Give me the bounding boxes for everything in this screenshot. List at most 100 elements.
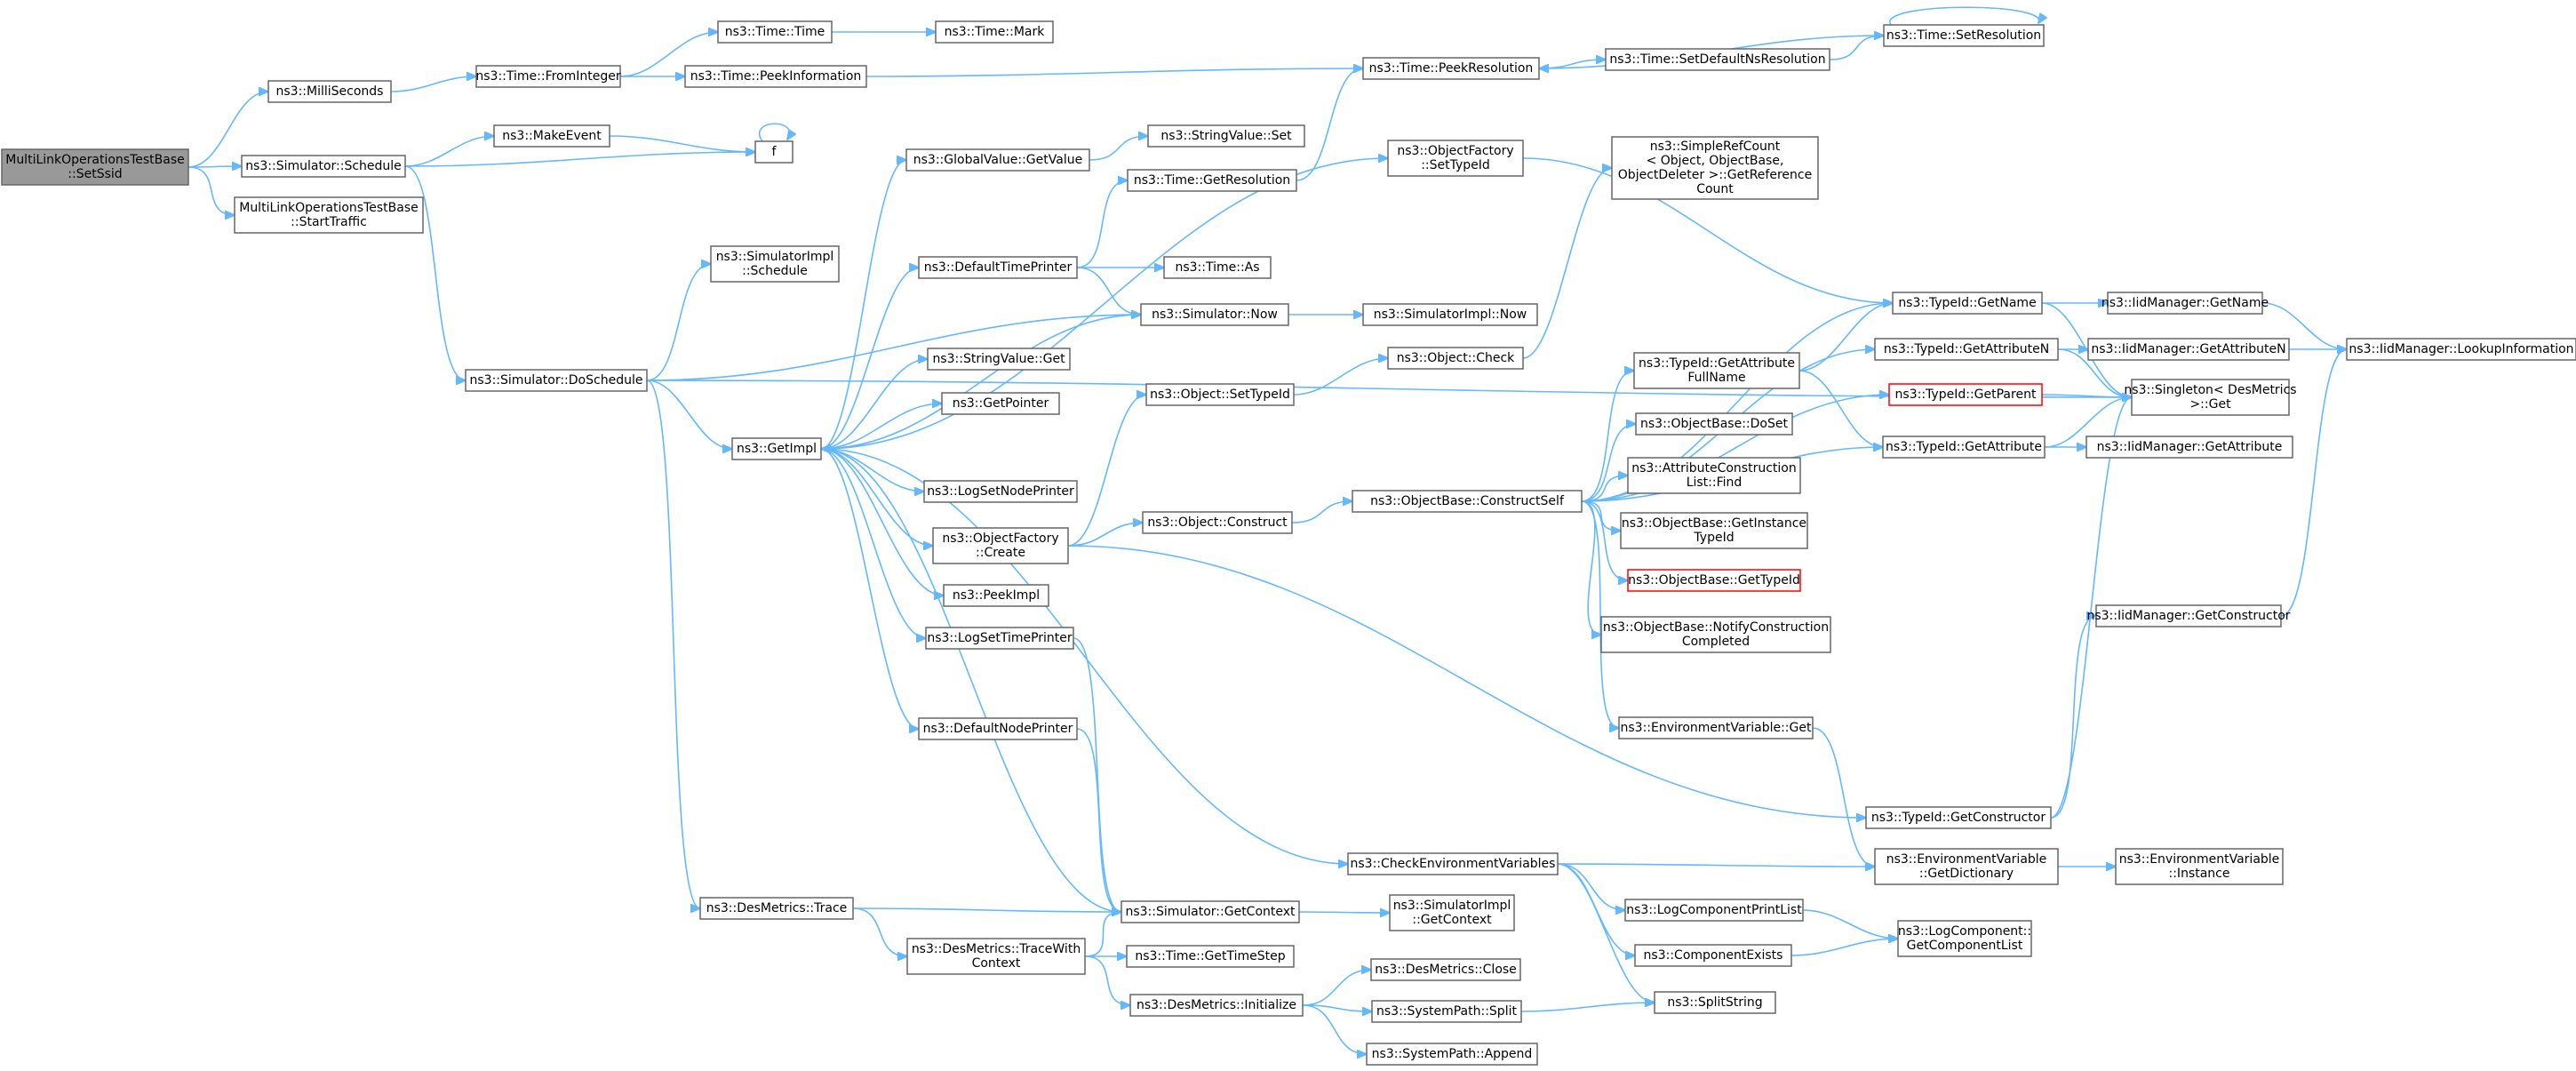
node-starttraffic[interactable]: MultiLinkOperationsTestBase::StartTraffi… <box>234 196 424 234</box>
node-milliseconds[interactable]: ns3::MilliSeconds <box>267 80 392 103</box>
node-gettimestep[interactable]: ns3::Time::GetTimeStep <box>1126 945 1295 968</box>
node-objectsettypeid[interactable]: ns3::Object::SetTypeId <box>1145 383 1295 406</box>
node-logsettimeprinter[interactable]: ns3::LogSetTimePrinter <box>925 627 1074 650</box>
node-setresolution[interactable]: ns3::Time::SetResolution <box>1883 24 2045 47</box>
node-singletonget[interactable]: ns3::Singleton< DesMetrics>::Get <box>2124 379 2297 416</box>
node-timeas[interactable]: ns3::Time::As <box>1163 256 1272 279</box>
edge-getimpl-to-checkenvvars <box>820 448 1348 864</box>
node-iidgetconstructor[interactable]: ns3::IidManager::GetConstructor <box>2086 604 2291 627</box>
node-doschedule[interactable]: ns3::Simulator::DoSchedule <box>465 369 648 392</box>
node-objfactsettypeid[interactable]: ns3::ObjectFactory::SetTypeId <box>1387 140 1524 177</box>
node-getpointer[interactable]: ns3::GetPointer <box>941 392 1060 415</box>
node-systempathappend[interactable]: ns3::SystemPath::Append <box>1366 1043 1538 1066</box>
node-logcompprintlist[interactable]: ns3::LogComponentPrintList <box>1624 899 1804 922</box>
node-label: ns3::TypeId::GetName <box>1898 296 2036 310</box>
node-splitstring[interactable]: ns3::SplitString <box>1654 991 1776 1014</box>
node-box <box>932 527 1069 564</box>
node-setdefaultns[interactable]: ns3::Time::SetDefaultNsResolution <box>1605 48 1830 71</box>
node-getparent[interactable]: ns3::TypeId::GetParent <box>1888 383 2043 406</box>
node-box <box>2131 379 2290 416</box>
node-label: FullName <box>1687 371 1745 385</box>
node-desmetricsinit[interactable]: ns3::DesMetrics::Initialize <box>1129 994 1304 1017</box>
node-label: ns3::ObjectBase::NotifyConstruction <box>1603 620 1829 635</box>
node-defaultnodeprinter[interactable]: ns3::DefaultNodePrinter <box>918 717 1078 740</box>
node-label: ns3::StringValue::Set <box>1160 129 1292 143</box>
edge-desmetricsinit-to-systempathappend <box>1302 1004 1367 1054</box>
node-stringvalueget[interactable]: ns3::StringValue::Get <box>927 348 1071 371</box>
node-box <box>1371 1000 1522 1023</box>
node-constructself[interactable]: ns3::ObjectBase::ConstructSelf <box>1352 490 1583 513</box>
node-simgetcontext[interactable]: ns3::Simulator::GetContext <box>1121 900 1300 923</box>
node-objectbasegettypeid[interactable]: ns3::ObjectBase::GetTypeId <box>1627 569 1801 592</box>
node-peekinformation[interactable]: ns3::Time::PeekInformation <box>684 65 867 88</box>
node-label: List::Find <box>1687 476 1743 490</box>
node-checkenvvars[interactable]: ns3::CheckEnvironmentVariables <box>1347 852 1559 875</box>
edge-getimpl-to-logsettimeprinter <box>820 448 926 638</box>
node-label: ns3::EnvironmentVariable <box>1886 852 2047 867</box>
node-iidgetname[interactable]: ns3::IidManager::GetName <box>2101 292 2269 315</box>
node-iidgetattributen[interactable]: ns3::IidManager::GetAttributeN <box>2087 338 2290 361</box>
node-stringvalueset[interactable]: ns3::StringValue::Set <box>1147 124 1305 148</box>
edge-objectconstruct-to-constructself <box>1291 501 1352 524</box>
edge-tracewithcontext-to-desmetricsinit <box>1084 955 1130 1005</box>
node-systempathsplit[interactable]: ns3::SystemPath::Split <box>1371 1000 1522 1023</box>
node-label: ns3::ComponentExists <box>1644 948 1783 963</box>
node-label: ::Instance <box>2169 867 2230 881</box>
node-peekimpl[interactable]: ns3::PeekImpl <box>943 584 1049 607</box>
node-notifyconstruction[interactable]: ns3::ObjectBase::NotifyConstructionCompl… <box>1600 616 1831 653</box>
node-typeidgetname[interactable]: ns3::TypeId::GetName <box>1892 292 2043 315</box>
node-box <box>1892 292 2043 315</box>
node-box <box>2115 848 2284 885</box>
node-makeevent[interactable]: ns3::MakeEvent <box>493 124 610 148</box>
node-peekresolution[interactable]: ns3::Time::PeekResolution <box>1362 57 1540 80</box>
node-desmetricstrace[interactable]: ns3::DesMetrics::Trace <box>699 897 854 920</box>
node-simimplnow[interactable]: ns3::SimulatorImpl::Now <box>1362 303 1538 326</box>
node-label: f <box>772 145 778 159</box>
node-schedule[interactable]: ns3::Simulator::Schedule <box>241 155 406 178</box>
node-objectcheck[interactable]: ns3::Object::Check <box>1387 347 1524 370</box>
node-label: ns3::IidManager::GetName <box>2101 296 2269 310</box>
node-globalvalueget[interactable]: ns3::GlobalValue::GetValue <box>905 148 1090 172</box>
node-logcompgetlist[interactable]: ns3::LogComponent::GetComponentList <box>1897 920 2032 957</box>
node-getattributen[interactable]: ns3::TypeId::GetAttributeN <box>1874 338 2059 361</box>
node-typeidgetconstructor[interactable]: ns3::TypeId::GetConstructor <box>1865 806 2052 829</box>
node-label: ns3::SplitString <box>1667 995 1762 1010</box>
node-envvarinstance[interactable]: ns3::EnvironmentVariable::Instance <box>2115 848 2284 885</box>
node-typeidgetattribute[interactable]: ns3::TypeId::GetAttribute <box>1882 436 2046 459</box>
node-box <box>2107 292 2263 315</box>
node-box <box>1129 994 1304 1017</box>
node-timetime[interactable]: ns3::Time::Time <box>717 20 833 44</box>
node-box <box>1654 991 1776 1014</box>
node-envvargetdict[interactable]: ns3::EnvironmentVariable::GetDictionary <box>1874 848 2059 885</box>
node-label: ns3::DesMetrics::Trace <box>706 901 848 915</box>
node-defaulttimeprinter[interactable]: ns3::DefaultTimePrinter <box>918 256 1078 279</box>
node-logsetnodeprinter[interactable]: ns3::LogSetNodePrinter <box>923 480 1078 503</box>
node-getresolution[interactable]: ns3::Time::GetResolution <box>1127 169 1297 192</box>
node-iidgetattribute[interactable]: ns3::IidManager::GetAttribute <box>2086 436 2293 459</box>
node-box <box>2086 436 2293 459</box>
node-envvarget[interactable]: ns3::EnvironmentVariable::Get <box>1618 716 1814 739</box>
node-label: ::Schedule <box>742 264 808 278</box>
node-timemark[interactable]: ns3::Time::Mark <box>935 20 1054 44</box>
node-label: Count <box>1696 182 1734 196</box>
node-componentexists[interactable]: ns3::ComponentExists <box>1634 944 1792 967</box>
node-simimplschedule[interactable]: ns3::SimulatorImpl::Schedule <box>710 245 840 283</box>
edge-constructself-to-objectbasedoset <box>1581 424 1636 502</box>
node-box <box>241 155 406 178</box>
node-frominteger[interactable]: ns3::Time::FromInteger <box>475 65 621 88</box>
node-simimplgetcontext[interactable]: ns3::SimulatorImpl::GetContext <box>1389 894 1515 931</box>
node-getimpl[interactable]: ns3::GetImpl <box>731 437 822 460</box>
node-lookupinfo[interactable]: ns3::IidManager::LookupInformation <box>2346 338 2576 361</box>
node-f[interactable]: f <box>754 140 794 164</box>
node-objfactcreate[interactable]: ns3::ObjectFactory::Create <box>932 527 1069 564</box>
node-objectbasedoset[interactable]: ns3::ObjectBase::DoSet <box>1635 412 1793 436</box>
node-simrefcount[interactable]: ns3::SimpleRefCount< Object, ObjectBase,… <box>1611 136 1819 200</box>
node-objectconstruct[interactable]: ns3::Object::Construct <box>1142 511 1293 534</box>
node-simnow[interactable]: ns3::Simulator::Now <box>1140 303 1289 326</box>
node-desmetricsclose[interactable]: ns3::DesMetrics::Close <box>1370 958 1521 981</box>
